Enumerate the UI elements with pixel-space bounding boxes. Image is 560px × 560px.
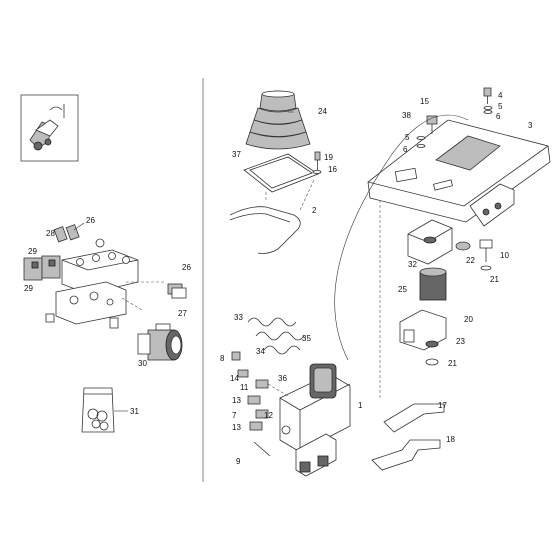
callout-6-right: 6 [496, 112, 501, 121]
callout-17: 17 [438, 401, 447, 410]
callout-23: 23 [456, 337, 465, 346]
callout-6-left: 6 [403, 145, 408, 154]
callout-5-left: 5 [405, 133, 410, 142]
callout-24: 24 [318, 107, 327, 116]
callout-30: 30 [138, 359, 147, 368]
callout-13-lower: 13 [232, 423, 241, 432]
rubber-damper [419, 267, 447, 301]
mounting-bracket [229, 179, 315, 254]
lower-bracket [399, 309, 447, 366]
callout-35: 35 [302, 334, 311, 343]
valve-block-illustration [23, 224, 187, 361]
callout-32: 32 [408, 260, 417, 269]
joystick-valve [279, 363, 351, 477]
callout-28: 28 [46, 229, 55, 238]
callout-29-upper: 29 [28, 247, 37, 256]
callout-9: 9 [236, 457, 241, 466]
callout-38: 38 [402, 111, 411, 120]
callout-1: 1 [358, 401, 363, 410]
callout-16: 16 [328, 165, 337, 174]
callout-4: 4 [498, 91, 503, 100]
callout-21-lower: 21 [448, 359, 457, 368]
callout-11: 11 [240, 383, 249, 392]
callout-25: 25 [398, 285, 407, 294]
callout-26-top: 26 [86, 216, 95, 225]
callout-29-lower: 29 [24, 284, 33, 293]
callout-37: 37 [232, 150, 241, 159]
callout-13-upper: 13 [232, 396, 241, 405]
callout-5-right: 5 [498, 102, 503, 111]
rubber-gaiter [245, 90, 311, 150]
callout-18: 18 [446, 435, 455, 444]
seal-kit-bag [81, 387, 115, 433]
inset-thumbnail [20, 94, 79, 162]
callout-8: 8 [220, 354, 225, 363]
callout-27: 27 [178, 309, 187, 318]
callout-2: 2 [312, 206, 317, 215]
callout-19: 19 [324, 153, 333, 162]
callout-14: 14 [230, 374, 239, 383]
callout-36: 36 [278, 374, 287, 383]
callout-3: 3 [528, 121, 533, 130]
hydraulic-fittings [231, 351, 289, 457]
callout-21-upper: 21 [490, 275, 499, 284]
callout-7: 7 [232, 411, 237, 420]
callout-22: 22 [466, 256, 475, 265]
callout-31: 31 [130, 407, 139, 416]
callout-34: 34 [256, 347, 265, 356]
support-bracket [407, 219, 493, 271]
callout-10: 10 [500, 251, 509, 260]
wire-springs [247, 317, 305, 355]
callout-26-right: 26 [182, 263, 191, 272]
callout-12: 12 [264, 411, 273, 420]
callout-20: 20 [464, 315, 473, 324]
pin-and-screw [416, 87, 493, 148]
gaiter-frame [243, 153, 319, 193]
screw-and-washer [312, 151, 322, 174]
callout-15: 15 [420, 97, 429, 106]
mounting-plate [367, 119, 551, 400]
base-plates [371, 403, 445, 471]
callout-33: 33 [234, 313, 243, 322]
